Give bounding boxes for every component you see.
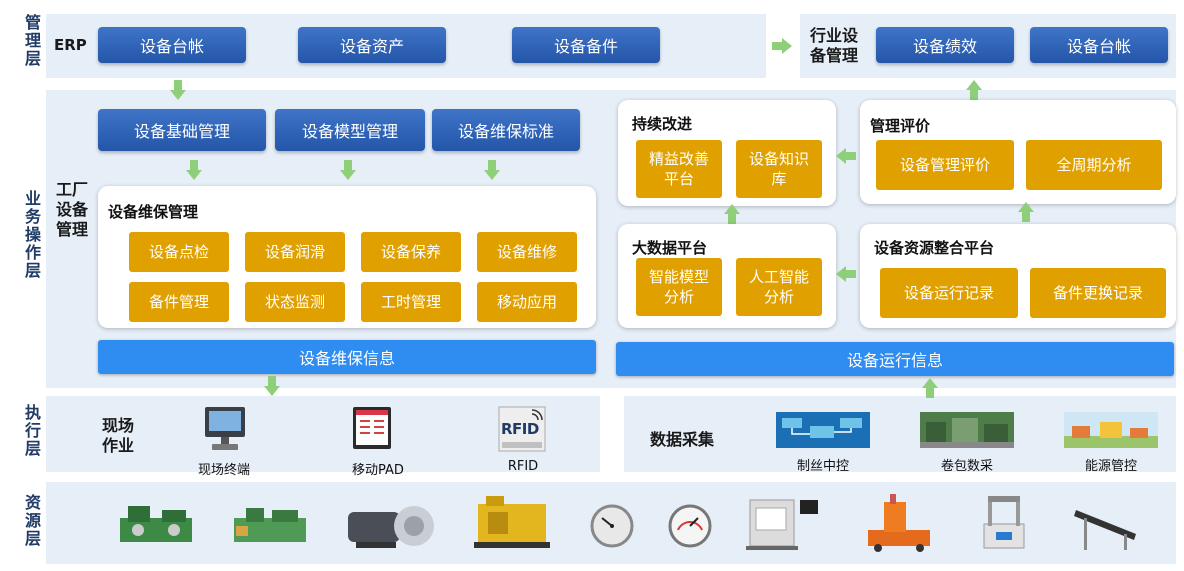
tablet-caption: 移动PAD [352,463,404,478]
lab-instrument-icon [980,494,1028,552]
maint-item-spares[interactable]: 备件管理 [129,282,229,322]
arrow-left-icon [836,148,856,164]
tablet-icon [352,406,392,450]
erp-label: ERP [54,36,87,54]
rfid-caption: RFID [507,459,539,474]
arrow-up-icon [724,204,740,224]
maint-item-lubrication[interactable]: 设备润滑 [245,232,345,272]
arrow-down-icon [186,160,202,180]
basic-management-button[interactable]: 设备基础管理 [98,109,266,151]
thermometer-gauge-icon [668,504,712,548]
factory-label: 工厂设备管理 [56,180,89,239]
integration-title: 设备资源整合平台 [874,239,995,257]
silk-control-icon [776,412,870,448]
maintenance-title: 设备维保管理 [108,203,199,221]
arrow-right-icon [772,38,792,54]
maint-item-mobile[interactable]: 移动应用 [477,282,577,322]
arrow-left-icon [836,266,856,282]
rfid-icon: RFID [498,406,546,452]
onsite-label: 现场作业 [102,416,135,455]
industry-item-ledger[interactable]: 设备台帐 [1030,27,1168,63]
terminal-icon [204,406,246,452]
conveyor-icon [1074,500,1140,552]
erp-item-ledger[interactable]: 设备台帐 [98,27,246,63]
layer-label-resource: 资源层 [24,493,41,548]
erp-item-spares[interactable]: 设备备件 [512,27,660,63]
maint-item-repair[interactable]: 设备维修 [477,232,577,272]
generator-icon [474,494,550,550]
motor-icon [346,500,436,550]
pressure-gauge-icon [590,504,634,548]
layer-label-business: 业务操作层 [24,189,41,280]
arrow-down-icon [340,160,356,180]
maint-item-workhours[interactable]: 工时管理 [361,282,461,322]
ai-analysis-button[interactable]: 人工智能分析 [736,258,822,316]
lifecycle-analysis-button[interactable]: 全周期分析 [1026,140,1162,190]
industry-item-performance[interactable]: 设备绩效 [876,27,1014,63]
knowledge-base-button[interactable]: 设备知识库 [736,140,822,198]
maint-item-inspection[interactable]: 设备点检 [129,232,229,272]
continuous-title: 持续改进 [632,115,693,133]
arrow-down-icon [170,80,186,100]
operation-info-bar[interactable]: 设备运行信息 [616,342,1174,376]
maintenance-standard-button[interactable]: 设备维保标准 [432,109,580,151]
layer-label-execution: 执行层 [24,403,41,458]
arrow-down-icon [484,160,500,180]
arrow-up-icon [922,378,938,398]
tester-machine-icon [746,494,822,552]
erp-item-assets[interactable]: 设备资产 [298,27,446,63]
energy-control-caption: 能源管控 [1084,459,1137,474]
bigdata-title: 大数据平台 [632,239,708,257]
management-evaluation-button[interactable]: 设备管理评价 [876,140,1014,190]
evaluation-title: 管理评价 [870,117,931,135]
maintenance-info-bar[interactable]: 设备维保信息 [98,340,596,374]
smart-model-button[interactable]: 智能模型分析 [636,258,722,316]
collect-label: 数据采集 [650,430,715,449]
machine-tool-icon [118,502,194,546]
layer-label-management: 管理层 [24,13,41,68]
lean-platform-button[interactable]: 精益改善平台 [636,140,722,198]
arrow-up-icon [966,80,982,100]
silk-control-caption: 制丝中控 [796,459,849,474]
maint-item-upkeep[interactable]: 设备保养 [361,232,461,272]
industry-label: 行业设备管理 [810,26,859,65]
cnc-machine-icon [232,504,308,546]
packing-collect-caption: 卷包数采 [940,459,993,474]
run-record-button[interactable]: 设备运行记录 [880,268,1018,318]
energy-control-icon [1064,412,1158,448]
maint-item-monitoring[interactable]: 状态监测 [245,282,345,322]
terminal-caption: 现场终端 [197,463,250,478]
arrow-down-icon [264,376,280,396]
spare-replace-button[interactable]: 备件更换记录 [1030,268,1166,318]
packing-collect-icon [920,412,1014,448]
rfid-tag-text: RFID [501,420,539,438]
model-management-button[interactable]: 设备模型管理 [275,109,425,151]
agv-robot-icon [864,492,934,554]
arrow-up-icon [1018,202,1034,222]
